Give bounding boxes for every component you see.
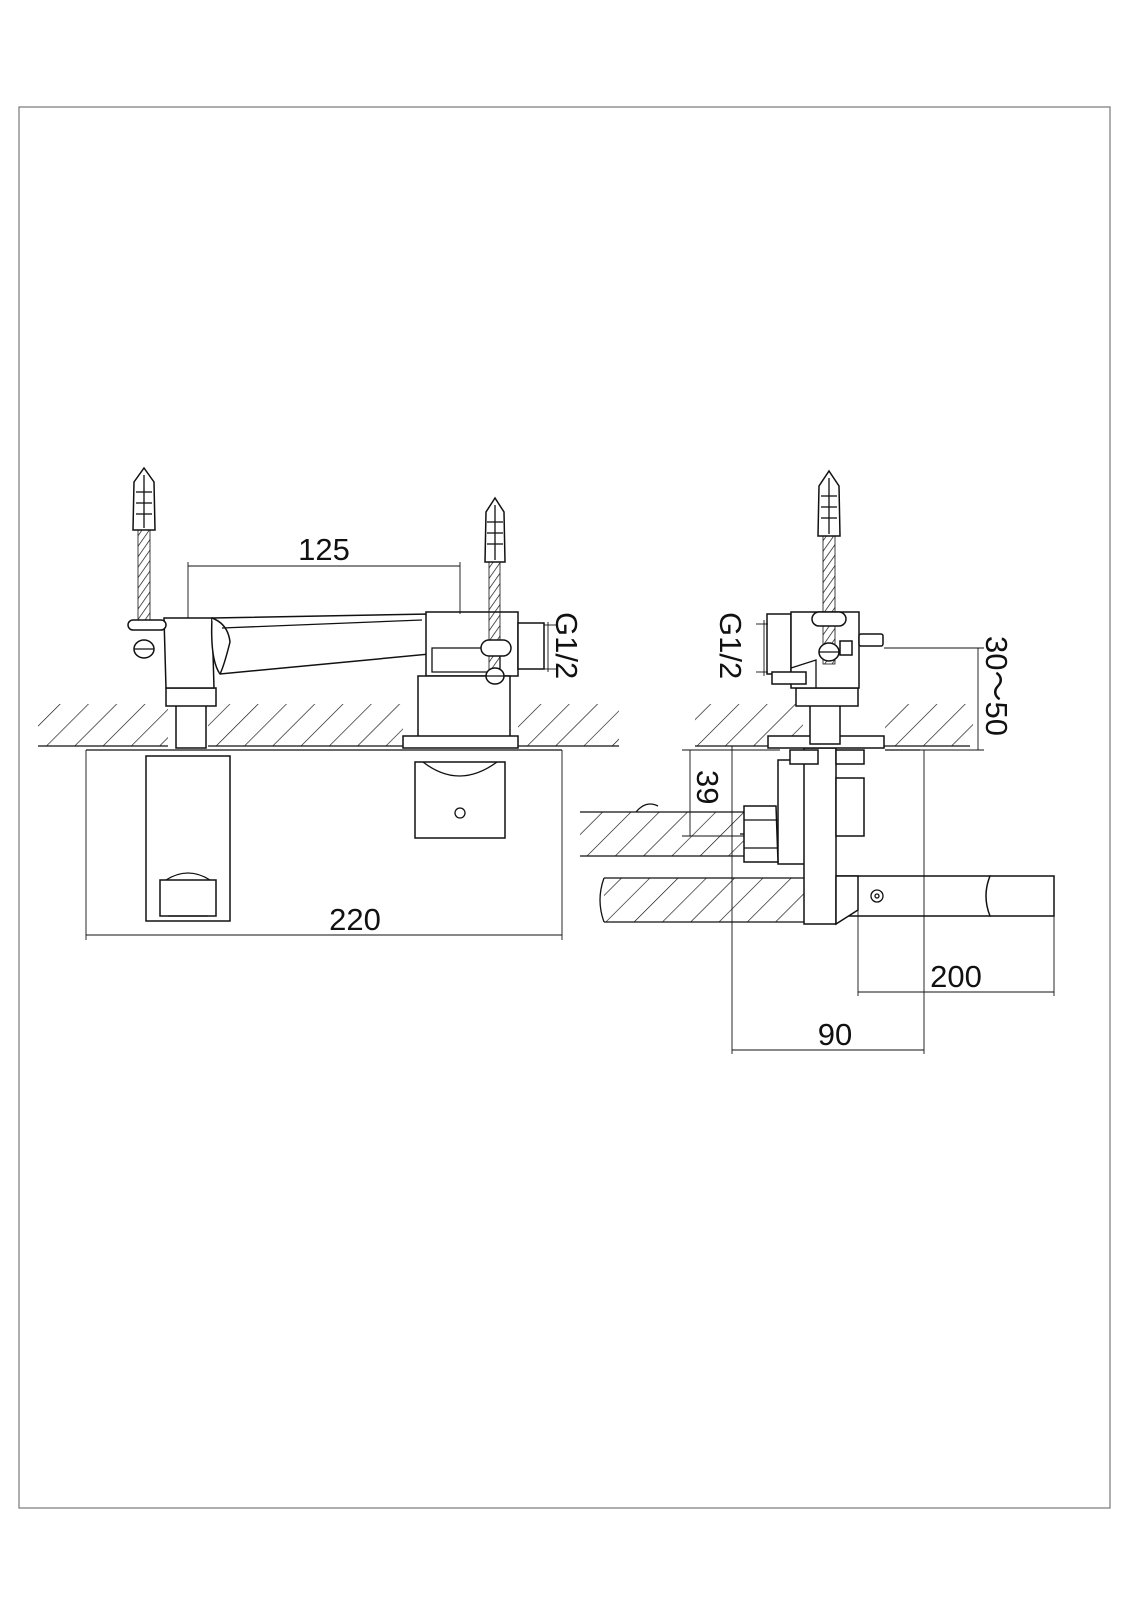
front-view: 125 G1/2 220: [38, 466, 619, 940]
dimension-30-50: 30～50: [884, 636, 1014, 751]
front-right-screw: [480, 496, 512, 685]
dimension-g12-side: G1/2: [713, 612, 768, 679]
side-hex-nut: [740, 805, 779, 863]
dim-label-200: 200: [930, 959, 982, 994]
front-spout: [163, 611, 545, 749]
dimension-g12-front: G1/2: [544, 612, 584, 679]
dim-label-30-50: 30～50: [979, 636, 1014, 736]
dimension-90: 90: [731, 746, 925, 1054]
front-counter-section: [38, 704, 619, 747]
dim-label-125: 125: [298, 532, 350, 567]
dim-label-39: 39: [690, 770, 725, 804]
front-left-screw: [127, 466, 167, 659]
side-handle-bar: [835, 875, 1055, 917]
front-concealed-box: [85, 749, 563, 940]
front-outlet-box: [414, 761, 506, 839]
dim-label-g12-side: G1/2: [713, 612, 748, 679]
dim-label-220: 220: [329, 902, 381, 937]
side-valve-body: [767, 687, 885, 926]
drawing-frame: [18, 106, 1111, 1509]
dim-label-90: 90: [818, 1017, 852, 1052]
dimension-200: 200: [857, 910, 1055, 996]
dimension-39: 39: [682, 749, 780, 837]
dimension-125: 125: [187, 532, 461, 618]
dimension-220: 220: [86, 902, 562, 937]
side-view: G1/2 30～50 39 200 90: [580, 469, 1055, 1054]
side-screw: [811, 469, 847, 665]
dim-label-g12-front: G1/2: [549, 612, 584, 679]
front-left-pillar: [165, 687, 217, 749]
side-pipe-upper: [580, 803, 745, 857]
side-pipe-lower: [599, 877, 804, 923]
